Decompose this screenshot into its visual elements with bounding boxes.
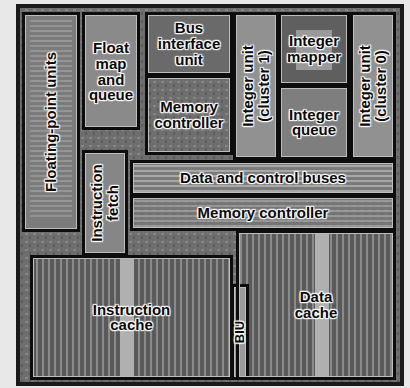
die-region: Instruction fetch	[82, 150, 128, 256]
die-region: Floating-point units	[22, 12, 80, 232]
region-label: BIU	[233, 289, 247, 375]
die-region: Memory controller	[130, 195, 396, 231]
die-region: Memory controller	[145, 75, 233, 155]
region-label: Bus interface unit	[148, 20, 230, 67]
region-label: Floating-point units	[43, 17, 59, 227]
region-label: Integer queue	[281, 107, 347, 139]
die-region: Bus interface unit	[145, 12, 233, 76]
region-label: Memory controller	[148, 99, 230, 131]
region-label: Float map and queue	[84, 40, 138, 103]
die-region: Data cache	[236, 230, 396, 380]
region-label: Integer unit (cluster 0)	[357, 17, 389, 155]
region-label: Data cache	[281, 289, 351, 321]
region-label: Memory controller	[198, 205, 329, 221]
region-label: Instruction fetch	[89, 155, 121, 251]
die-region: Integer unit (cluster 1)	[233, 12, 279, 160]
die-region: Integer unit (cluster 0)	[350, 12, 396, 160]
region-label: Integer mapper	[281, 33, 347, 65]
region-label: Integer unit (cluster 1)	[240, 17, 272, 155]
die-region: Instruction cache	[30, 255, 233, 380]
region-label: Instruction cache	[77, 302, 187, 334]
die-region: BIU	[231, 284, 249, 380]
region-label: Data and control buses	[180, 170, 346, 186]
die-region: Float map and queue	[82, 12, 140, 130]
die-region: Data and control buses	[130, 160, 396, 196]
die-region: Integer queue	[278, 85, 350, 160]
die-region: Integer mapper	[278, 12, 350, 86]
